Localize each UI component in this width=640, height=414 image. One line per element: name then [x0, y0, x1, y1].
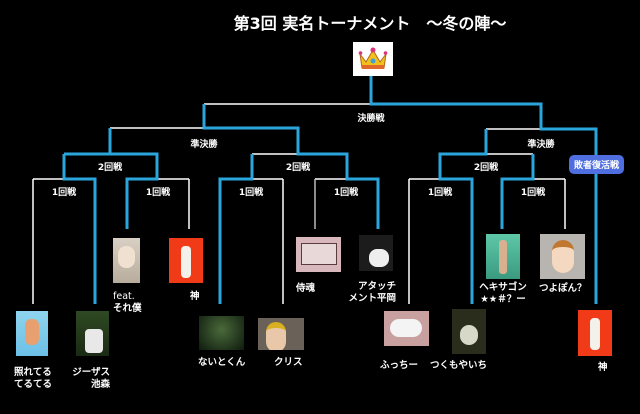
name-line: それ僕 [113, 303, 142, 314]
round-label-semifinal: 準決勝 [527, 140, 555, 150]
round-label-second: 2回戦 [97, 163, 123, 173]
entrant-photo-naito[interactable] [199, 316, 244, 350]
entrant-name-kami: 神 [190, 291, 200, 302]
name-line: アタッチ [357, 281, 396, 292]
name-line: ジーザス [72, 367, 110, 378]
bracket-winner-lines [62, 76, 598, 304]
bracket-plain-lines [32, 103, 566, 304]
round-label-semifinal: 準決勝 [190, 140, 218, 150]
entrant-name-sorebok: feat.それ僕 [113, 291, 142, 315]
entrant-name-attach: アタッチメント平岡 [340, 281, 396, 305]
round-label-first: 1回戦 [238, 188, 264, 198]
round-label-final: 決勝戦 [357, 114, 385, 124]
round-label-first: 1回戦 [51, 188, 77, 198]
entrant-name-kami-repechage: 神 [598, 362, 608, 373]
round-label-first: 1回戦 [145, 188, 171, 198]
round-label-first: 1回戦 [427, 188, 453, 198]
name-line: メント平岡 [348, 293, 396, 304]
entrant-name-hexagon: ヘキサゴン★★＃？ー [473, 282, 533, 306]
page-title: 第3回 実名トーナメント ～冬の陣～ [233, 14, 507, 33]
entrant-name-tsukumo: つくもやいち [430, 360, 488, 371]
round-label-first: 1回戦 [520, 188, 546, 198]
entrant-photo-hexagon[interactable] [486, 234, 520, 279]
entrant-photo-kami-repechage[interactable] [578, 310, 612, 356]
round-label-second: 2回戦 [285, 163, 311, 173]
entrant-name-fucchi: ふっちー [380, 360, 419, 371]
entrant-photo-kami[interactable] [169, 238, 203, 283]
crown-icon [353, 42, 393, 76]
name-line: てるてる [14, 379, 53, 390]
entrant-photo-jesus[interactable] [76, 311, 109, 356]
entrant-name-samurai: 侍魂 [296, 283, 316, 294]
round-label-first: 1回戦 [333, 188, 359, 198]
round-label-second: 2回戦 [473, 163, 499, 173]
name-line: ★★＃？ー [480, 294, 526, 305]
repechage-badge[interactable]: 敗者復活戦 [569, 155, 624, 174]
entrant-photo-attach[interactable] [359, 235, 393, 271]
entrant-name-tsuyopon: つよぽん？ [539, 283, 587, 294]
entrant-photo-tsuyopon[interactable] [540, 234, 585, 279]
entrant-photo-sorebok[interactable] [113, 238, 140, 283]
entrant-name-jesus: ジーザス池森 [68, 367, 110, 391]
entrant-name-chris: クリス [274, 357, 303, 368]
entrant-name-teruteru: 照れてるてるてる [14, 367, 52, 391]
entrant-name-naito: ないとくん [198, 357, 246, 368]
entrant-photo-teruteru[interactable] [16, 311, 48, 356]
entrant-photo-fucchi[interactable] [384, 311, 429, 346]
name-line: ヘキサゴン [479, 282, 527, 293]
name-line: feat. [113, 291, 135, 302]
entrant-photo-samurai[interactable] [296, 237, 341, 272]
name-line: 照れてる [14, 367, 52, 378]
entrant-photo-chris[interactable] [258, 318, 304, 350]
entrant-photo-tsukumo[interactable] [452, 309, 486, 354]
name-line: 池森 [90, 379, 110, 390]
